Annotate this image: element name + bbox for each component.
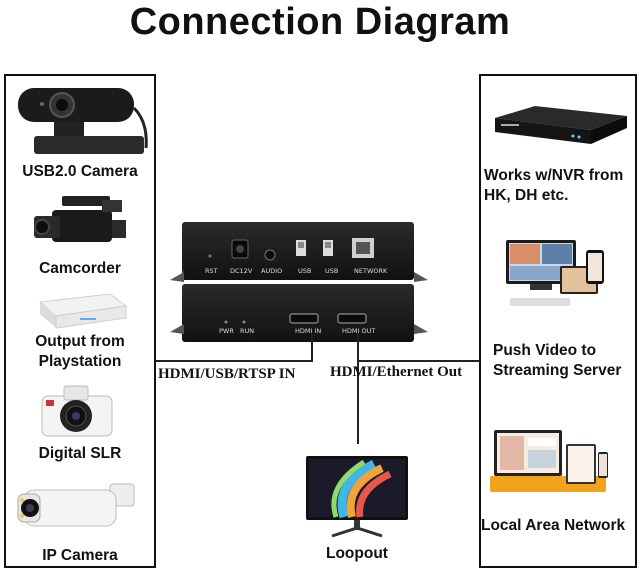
diagram-title: Connection Diagram <box>129 1 511 43</box>
playstation-label-line2: Playstation <box>38 353 122 370</box>
output-line-horizontal <box>357 360 479 362</box>
port-dc12v: DC12V <box>230 267 253 275</box>
encoder-mount-ears <box>170 272 428 334</box>
digital-slr-icon <box>41 385 113 437</box>
digital-slr-label: Digital SLR <box>38 445 122 462</box>
encoder-back-ports <box>182 238 374 276</box>
usb-camera-icon <box>18 88 148 154</box>
lan-label: Local Area Network <box>481 517 626 534</box>
usb-camera-label: USB2.0 Camera <box>22 163 138 180</box>
port-pwr: PWR <box>219 327 234 335</box>
nvr-label-line2: HK, DH etc. <box>484 187 569 204</box>
port-usb-2: USB <box>325 267 339 275</box>
ip-camera-label: IP Camera <box>42 547 118 564</box>
push-video-label-line1: Push Video to <box>493 342 597 359</box>
port-audio: AUDIO <box>261 267 283 275</box>
port-usb-1: USB <box>298 267 312 275</box>
port-network: NETWORK <box>354 267 388 275</box>
encoder-front-panel <box>182 284 414 342</box>
loopout-label: Loopout <box>326 545 388 562</box>
nvr-label-line1: Works w/NVR from <box>484 167 624 184</box>
streaming-devices-icon <box>506 240 604 306</box>
playstation-icon <box>38 293 128 329</box>
encoder-front-ports <box>224 313 367 324</box>
port-hdmi-in: HDMI IN <box>295 327 322 335</box>
port-run: RUN <box>240 327 255 335</box>
input-connection-label: HDMI/USB/RTSP IN <box>158 366 296 382</box>
input-line-vertical <box>311 334 313 362</box>
input-line-horizontal <box>156 360 312 362</box>
port-rst: RST <box>205 267 218 275</box>
output-line-vertical <box>357 334 359 444</box>
lan-devices-icon <box>490 430 608 492</box>
push-video-label-line2: Streaming Server <box>493 362 622 379</box>
camcorder-label: Camcorder <box>39 260 121 277</box>
loopout-monitor-icon <box>306 456 408 538</box>
port-hdmi-out: HDMI OUT <box>342 327 376 335</box>
camcorder-icon <box>34 196 126 242</box>
ip-camera-icon <box>17 483 135 527</box>
nvr-icon <box>495 106 627 144</box>
playstation-label-line1: Output from <box>35 333 125 350</box>
output-connection-label: HDMI/Ethernet Out <box>330 364 463 380</box>
